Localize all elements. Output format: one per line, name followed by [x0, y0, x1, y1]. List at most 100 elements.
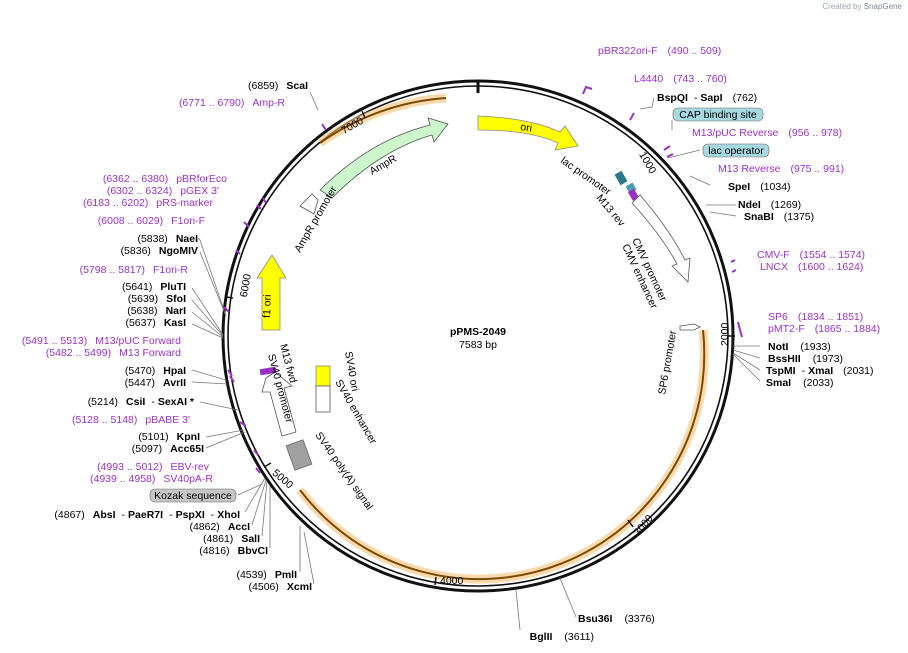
primer-pbr322ori: pBR322ori-F(490 .. 509)	[598, 45, 721, 57]
ruler-2000: 2000	[719, 322, 731, 346]
lac-promoter-label: lac promoter	[558, 155, 613, 199]
leader-acci	[251, 479, 267, 526]
leader-sali	[261, 480, 268, 537]
site-bbvci: (4816)BbvCI	[199, 545, 268, 557]
primer-mark-lncx	[731, 269, 737, 273]
primer-mark-sp6	[737, 321, 741, 331]
primer-pbabe3: (5128 .. 5148)pBABE 3'	[72, 414, 190, 426]
ruler-tick-6000	[225, 296, 234, 299]
ruler-tick-1000	[654, 151, 662, 159]
sp6-promoter-label: SP6 promoter	[656, 329, 679, 395]
site-xcmi: (4506)XcmI	[249, 581, 313, 593]
primer-mark-f1orir	[223, 306, 230, 313]
site-sfoi: (5639)SfoI	[128, 293, 186, 305]
primer-cmvf: CMV-F(1554 .. 1574)	[757, 249, 865, 261]
cap-binding-box	[672, 107, 764, 122]
snapgene-credit: Created by SnapGene	[822, 2, 902, 11]
site-scai: (6859)ScaI	[248, 80, 308, 92]
cmv-enhancer-arrow[interactable]	[631, 194, 691, 283]
primer-lncx: LNCX(1600 .. 1624)	[760, 261, 863, 273]
leader-smai	[732, 353, 761, 382]
primer-f1orir: (5798 .. 5817)F1ori-R	[80, 264, 189, 276]
primer-ampr: (6771 .. 6790)Amp-R	[179, 97, 285, 109]
primer-mark-m13puc-rev	[663, 145, 671, 151]
site-smai: SmaI(2033)	[766, 377, 833, 389]
f1-ori-feature[interactable]	[256, 254, 287, 331]
site-bsu36i: Bsu36I(3376)	[578, 613, 655, 625]
primer-mark-prsmarker	[243, 221, 250, 228]
ruler-tick-3000	[627, 519, 634, 528]
leader-nari	[191, 311, 224, 338]
leader-hpai	[191, 369, 227, 381]
sv40-ori-feature[interactable]	[315, 365, 331, 387]
site-bglii: BglII(3611)	[530, 631, 594, 643]
site-avrii: (5447)AvrII	[125, 377, 186, 389]
site-sali: (4861)SalI	[203, 533, 260, 545]
leader-bsshii	[732, 349, 761, 359]
site-snabi: SnaBI(1375)	[744, 211, 814, 223]
site-bspqi: BspQI-SapI(762)	[657, 92, 757, 104]
site-naei: (5838)NaeI	[137, 233, 198, 245]
primer-mark-pmt2f	[739, 329, 743, 338]
leader-spei	[689, 175, 711, 186]
leader-scai	[309, 91, 319, 111]
site-pluti: (5641)PluTI	[122, 281, 186, 293]
primer-mark-pbrforeco	[262, 197, 267, 204]
kozak-box	[149, 488, 237, 503]
plasmid-name: pPMS-2049	[450, 326, 506, 338]
sp6-promoter-arrow[interactable]	[679, 323, 701, 331]
lac-operator-box	[702, 143, 770, 158]
primer-sp6: SP6(1834 .. 1851)	[768, 311, 863, 323]
primer-sv40par: (4939 .. 4958)SV40pA-R	[90, 473, 213, 485]
ruler-4000: 4000	[440, 575, 464, 587]
primer-m13puc-rev: M13/pUC Reverse(956 .. 978)	[692, 127, 842, 139]
ori-feature[interactable]	[477, 115, 579, 151]
leader-absi	[244, 477, 266, 513]
snapgene-brand: SnapGene	[863, 2, 902, 11]
m13rev-mark	[627, 188, 639, 201]
primer-mark-ampr	[321, 123, 327, 131]
primer-mark-pbabe3	[239, 421, 247, 427]
leader-kasi	[191, 323, 224, 339]
sv40-promoter-arrow[interactable]	[261, 371, 297, 437]
site-acci: (4862)AccI	[189, 521, 250, 533]
site-bsshii: BssHII(1973)	[768, 353, 843, 365]
site-acc65i: (5097)Acc65I	[132, 443, 204, 455]
leader-sfoi	[191, 299, 224, 337]
sv40-polya-feature[interactable]	[285, 439, 313, 471]
ruler-6000: 6000	[238, 273, 254, 298]
site-hpai: (5470)HpaI	[125, 365, 186, 377]
site-csii: (5214)CsiI-SexAI *	[88, 396, 195, 408]
orf-arc-bottom-core	[299, 329, 706, 581]
m13fwd-mark	[259, 366, 277, 376]
leader-tspmi	[732, 352, 761, 371]
ampr-promoter-label: AmpR promoter	[292, 184, 340, 255]
leader-ngomiv	[199, 251, 227, 317]
primer-m13puc-fwd: (5491 .. 5513)M13/pUC Forward	[22, 335, 181, 347]
ruler-tick-7000	[361, 110, 366, 119]
site-noti: NotI(1933)	[768, 341, 831, 353]
ruler-tick-4000	[434, 576, 437, 586]
leader-csii	[199, 401, 239, 411]
primer-pbrforeco: (6362 .. 6380)pBRforEco	[103, 173, 227, 185]
orf-arc-top-core	[319, 97, 447, 144]
primer-pmt2f: pMT2-F(1865 .. 1884)	[768, 323, 880, 335]
plasmid-length: 7583 bp	[459, 339, 497, 351]
sv40-enhancer-feature[interactable]	[315, 385, 331, 413]
primer-mark-l4440	[629, 112, 635, 121]
kozak-label: Kozak sequence	[154, 490, 232, 502]
primer-m13rev: M13 Reverse(975 .. 991)	[718, 163, 844, 175]
primer-f1orif: (6008 .. 6029)F1ori-F	[98, 215, 205, 227]
site-pmli: (4539)PmlI	[236, 569, 297, 581]
ampr-feature[interactable]	[319, 117, 449, 199]
ruler-tick-5000	[263, 462, 272, 468]
leader-bspqi	[639, 97, 655, 110]
leader-kozak	[237, 483, 263, 496]
site-kasi: (5637)KasI	[125, 317, 186, 329]
leader-kpni	[205, 429, 245, 438]
m13rev-label: M13 rev	[594, 192, 628, 229]
ori-label: ori	[520, 121, 533, 135]
ampr-promoter-arrow[interactable]	[299, 193, 319, 215]
site-tspmi: TspMI-XmaI(2031)	[766, 365, 874, 377]
